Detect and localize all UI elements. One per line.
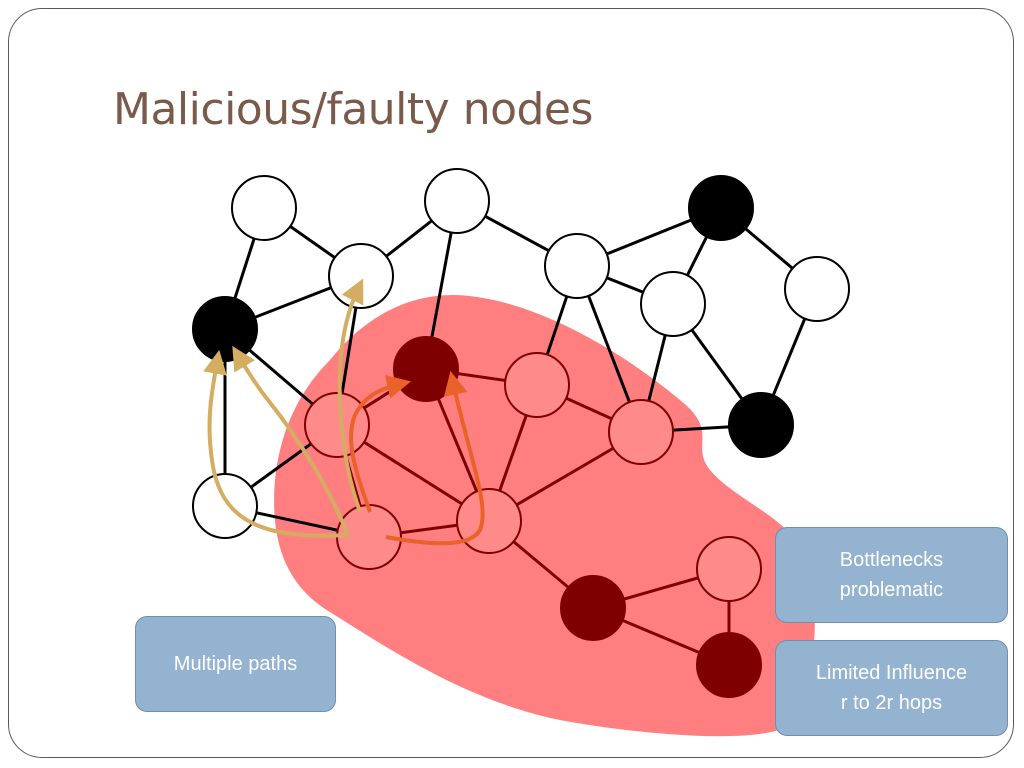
path-arrow (203, 349, 349, 538)
influence-region (274, 294, 815, 737)
node-honest (784, 256, 850, 322)
callout-limited-influence: Limited Influence r to 2r hops (775, 640, 1008, 736)
node-malicious-in-region (696, 632, 762, 698)
path-arrow (385, 370, 485, 546)
node-malicious (728, 392, 794, 458)
paths-orange (348, 370, 485, 546)
paths-gold (203, 278, 364, 538)
callout-text-line: r to 2r hops (840, 692, 943, 714)
node-malicious (688, 175, 754, 241)
callout-bottlenecks: Bottlenecks problematic (775, 527, 1008, 623)
node-malicious-in-region (560, 575, 626, 641)
node-influenced (304, 392, 370, 458)
node-honest (328, 243, 394, 309)
callout-text-line: Limited Influence (815, 662, 968, 684)
node-honest (192, 473, 258, 539)
node-honest (544, 233, 610, 299)
path-arrow (232, 345, 350, 536)
callout-text-line: problematic (839, 579, 944, 601)
node-influenced (456, 488, 522, 554)
callout-text: Multiple paths (173, 653, 298, 675)
node-influenced (608, 399, 674, 465)
node-honest (424, 168, 490, 234)
callout-multiple-paths: Multiple paths (135, 616, 336, 712)
node-honest (640, 271, 706, 337)
node-honest (231, 175, 297, 241)
node-influenced (696, 536, 762, 602)
node-influenced (504, 352, 570, 418)
node-malicious (192, 296, 258, 362)
path-arrow (348, 375, 412, 513)
node-malicious-in-region (393, 336, 459, 402)
callout-text-line: Bottlenecks (839, 549, 944, 571)
slide-title: Malicious/faulty nodes (113, 84, 593, 135)
path-arrow (337, 278, 364, 513)
